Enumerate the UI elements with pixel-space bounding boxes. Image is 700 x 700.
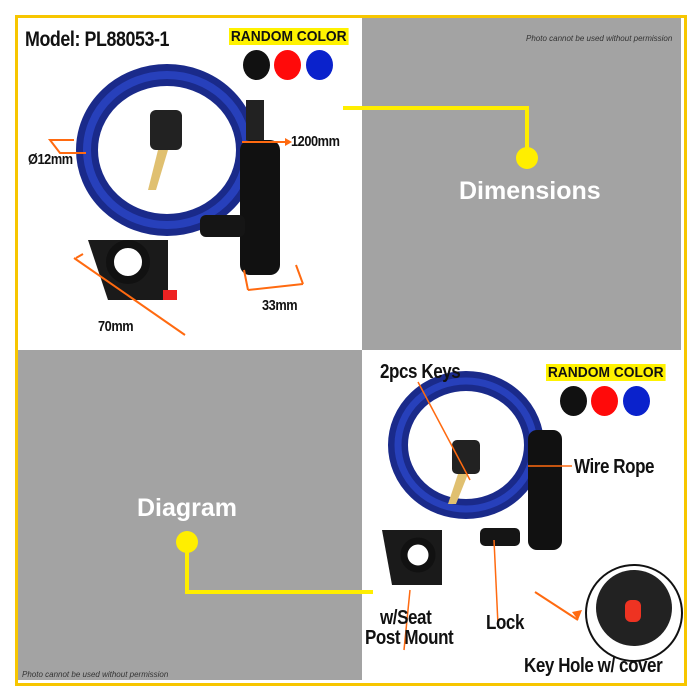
diagram-title: Diagram — [137, 494, 238, 522]
lock-label: Lock — [486, 612, 524, 634]
dimensions-panel — [362, 18, 681, 350]
length-label: 1200mm — [291, 133, 340, 150]
random-color-label: RANDOM COLOR — [229, 28, 349, 45]
keys-label: 2pcs Keys — [380, 361, 461, 383]
color-swatch-blue — [623, 386, 650, 416]
mount-label-1: w/Seat — [380, 607, 432, 629]
wire-rope-label: Wire Rope — [574, 456, 655, 478]
random-color-label-bottom: RANDOM COLOR — [546, 364, 666, 381]
dimensions-title: Dimensions — [459, 177, 601, 205]
cable-lock-bottom — [382, 371, 683, 662]
watermark-top: Photo cannot be used without permission — [526, 34, 673, 43]
keyhole-label: Key Hole w/ cover — [524, 655, 663, 677]
mount-width-label: 70mm — [98, 318, 134, 335]
color-swatch-red — [274, 50, 301, 80]
cable-lock-top — [47, 64, 304, 336]
color-swatch-blue — [306, 50, 333, 80]
color-swatch-red — [591, 386, 618, 416]
color-swatch-black — [243, 50, 270, 80]
model-label: Model: PL88053-1 — [25, 28, 169, 51]
diagram-panel — [18, 350, 362, 680]
mount-label-2: Post Mount — [365, 627, 454, 649]
watermark-bottom: Photo cannot be used without permission — [22, 670, 169, 679]
connector-lines — [176, 106, 538, 594]
color-swatch-black — [560, 386, 587, 416]
diameter-label: Ø12mm — [28, 151, 73, 168]
lock-width-label: 33mm — [262, 297, 298, 314]
